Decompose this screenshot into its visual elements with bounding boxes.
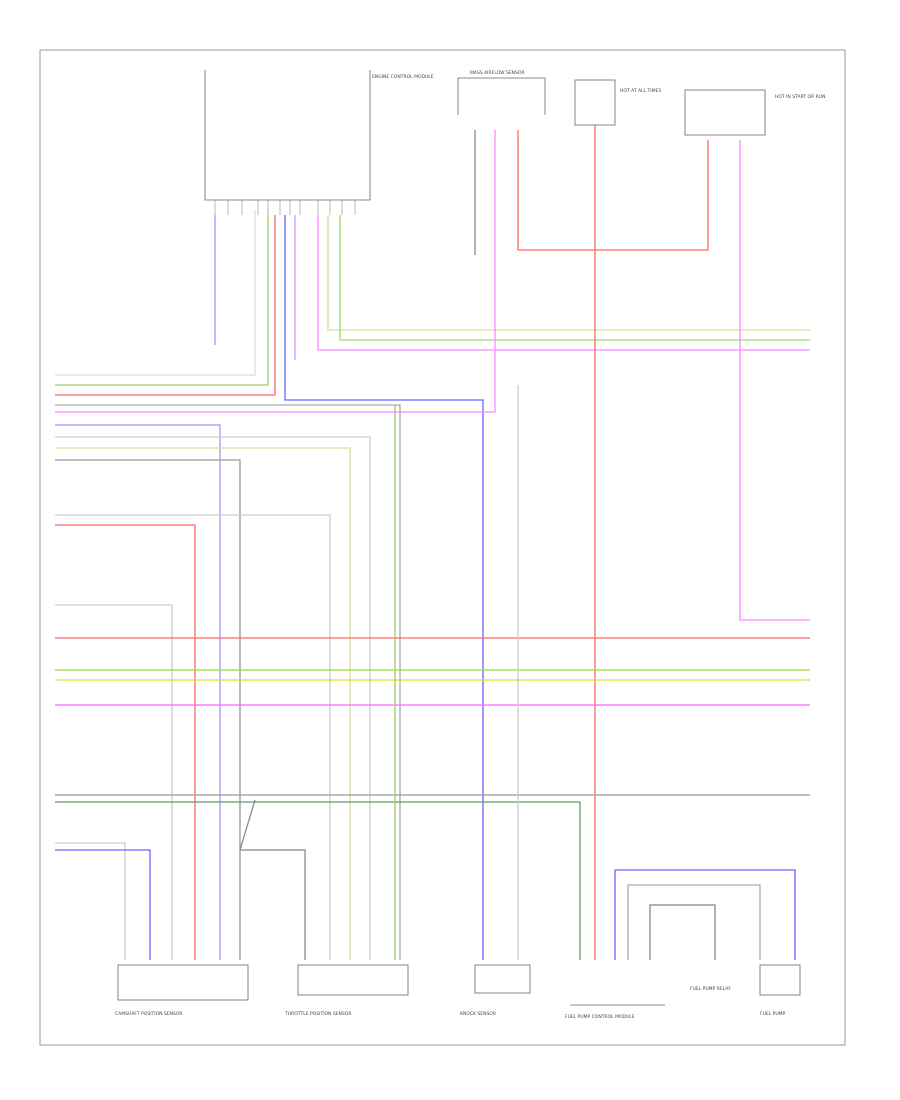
top-left-module-label: ENGINE CONTROL MODULE (372, 74, 434, 80)
diagram-frame (39, 49, 846, 1046)
top-right-relay-b: HOT IN START OR RUN (684, 89, 825, 136)
top-mid-sensor: MASS AIRFLOW SENSOR (457, 70, 546, 115)
top-right-relay-a: HOT AT ALL TIMES (574, 79, 661, 126)
bottom-components: CAMSHAFT POSITION SENSOR THROTTLE POSITI… (115, 964, 801, 1020)
top-left-module: ENGINE CONTROL MODULE (204, 70, 434, 215)
bottom-2-label: THROTTLE POSITION SENSOR (284, 1011, 351, 1017)
bottom-1-label: CAMSHAFT POSITION SENSOR (115, 1011, 183, 1017)
throttle-sensor-box (297, 964, 409, 996)
top-right-b-label: HOT IN START OR RUN (775, 94, 825, 100)
top-mid-sensor-label: MASS AIRFLOW SENSOR (470, 70, 525, 76)
fuel-pump-box (759, 964, 801, 996)
knock-sensor-box (474, 964, 531, 994)
bottom-5-label: FUEL PUMP RELAY (690, 986, 731, 992)
camshaft-sensor-box (117, 964, 249, 1001)
bottom-3-label: KNOCK SENSOR (460, 1011, 496, 1017)
wires (55, 125, 810, 960)
bottom-6-label: FUEL PUMP (760, 1011, 786, 1017)
bottom-4-label: FUEL PUMP CONTROL MODULE (565, 1014, 635, 1020)
top-right-a-label: HOT AT ALL TIMES (620, 88, 661, 94)
